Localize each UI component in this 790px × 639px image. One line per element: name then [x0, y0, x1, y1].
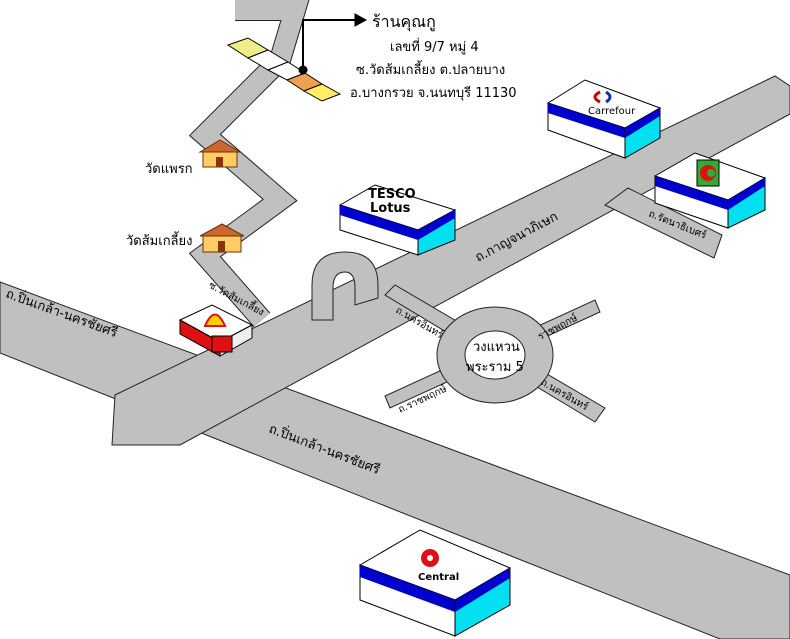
shop-address-line1: เลขที่ 9/7 หมู่ 4 [390, 38, 479, 55]
shell-logo-icon [203, 313, 227, 327]
shop-name: ร้านคุณกู [372, 12, 436, 32]
road-rattanathibet [604, 187, 723, 259]
central-logo-icon [421, 549, 439, 567]
shop-address-line3: อ.บางกรวย จ.นนทบุรี 11130 [350, 85, 517, 101]
shop-row [226, 13, 368, 102]
temple-somkliang: วัดส้มเกลี้ยง [126, 223, 245, 253]
carrefour-logo-icon [593, 90, 612, 104]
temple-somkliang-label: วัดส้มเกลี้ยง [126, 231, 193, 249]
shell-station [178, 304, 254, 357]
lotus-label: Lotus [370, 201, 411, 216]
road-uturn [311, 251, 379, 321]
store-carrefour: Carrefour [546, 79, 662, 159]
shop-address-line2: ซ.วัดส้มเกลี้ยง ต.ปลายบาง [356, 60, 505, 78]
arrow-icon [354, 13, 368, 27]
roundabout-label-line2: พระราม 5 [466, 360, 524, 375]
roundabout-label-line1: วงแหวน [473, 340, 520, 355]
store-tesco-lotus: TESCO Lotus [338, 184, 457, 256]
carrefour-label: Carrefour [588, 106, 636, 117]
temple-phraek-label: วัดแพรก [145, 162, 193, 177]
road-kanchanaphisek [111, 75, 790, 446]
temple-icon [199, 223, 245, 253]
store-central: Central [358, 529, 512, 637]
shop-address: ร้านคุณกู เลขที่ 9/7 หมู่ 4 ซ.วัดส้มเกลี… [350, 12, 517, 101]
tesco-label: TESCO [368, 187, 416, 202]
big-c-logo-icon [696, 159, 720, 187]
temple-icon [198, 139, 242, 168]
shop-block-5 [302, 83, 342, 102]
store-big-c [653, 152, 767, 229]
central-label: Central [418, 572, 459, 583]
temple-phraek: วัดแพรก [145, 139, 242, 177]
ring-road [384, 284, 606, 423]
